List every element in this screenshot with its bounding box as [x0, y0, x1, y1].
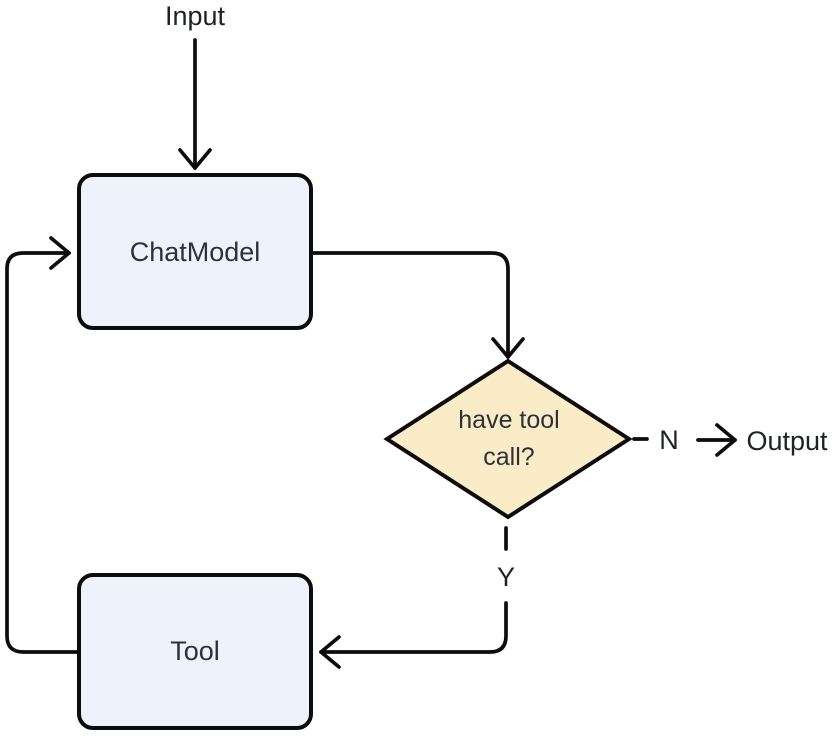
output-label: Output: [746, 426, 828, 456]
arrowhead-right-icon: [49, 236, 71, 270]
decision-label-line1: have tool: [458, 406, 559, 434]
chatmodel-to-decision-edge: [311, 251, 510, 359]
chatmodel-node: [77, 173, 313, 330]
yes-to-tool-edge: [319, 601, 508, 654]
chatmodel-label: ChatModel: [130, 237, 261, 267]
tool-label: Tool: [170, 636, 220, 666]
arrowhead-down-icon: [178, 148, 212, 170]
no-label: N: [659, 425, 679, 455]
tool-to-chatmodel-loop-edge: [5, 251, 79, 654]
decision-diamond: [383, 358, 633, 520]
tool-node: [77, 573, 313, 730]
arrowhead-down-icon: [491, 337, 525, 359]
decision-label-line2: call?: [483, 443, 534, 471]
yes-label: Y: [497, 562, 515, 592]
arrowhead-left-icon: [319, 635, 341, 669]
arrowhead-right-icon: [715, 423, 737, 457]
input-label: Input: [165, 1, 226, 31]
